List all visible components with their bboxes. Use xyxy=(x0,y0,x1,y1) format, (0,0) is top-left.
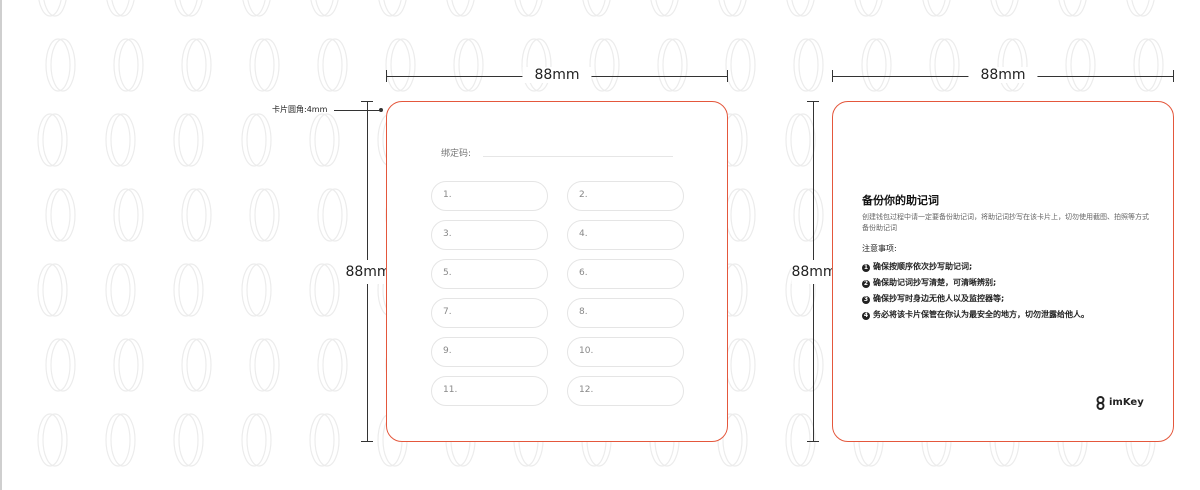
mnemonic-slot-4[interactable]: 4. xyxy=(567,220,684,250)
slot-number: 7. xyxy=(443,307,452,317)
mnemonic-slot-1[interactable]: 1. xyxy=(431,181,548,211)
right-width-dimension: 88mm xyxy=(832,67,1174,83)
slot-number: 4. xyxy=(579,229,588,239)
slot-number: 12. xyxy=(579,385,594,395)
note-text: 确保抄写时身边无他人以及监控器等; xyxy=(873,294,1005,303)
slot-number: 10. xyxy=(579,346,594,356)
card-description: 创建钱包过程中请一定要备份助记词，将助记词抄写在该卡片上，切勿使用截图、拍照等方… xyxy=(862,213,1149,232)
slot-number: 11. xyxy=(443,385,458,395)
right-height-label: 88mm xyxy=(791,259,837,284)
mnemonic-slot-10[interactable]: 10. xyxy=(567,337,684,367)
mnemonic-slot-12[interactable]: 12. xyxy=(567,376,684,406)
left-edge-border xyxy=(0,0,2,490)
note-bullet-icon: 4 xyxy=(862,312,870,320)
right-height-dimension: 88mm xyxy=(791,101,837,442)
left-height-dimension: 88mm xyxy=(345,101,391,442)
bind-code-underline xyxy=(483,156,673,157)
mnemonic-slot-5[interactable]: 5. xyxy=(431,259,548,289)
slot-number: 8. xyxy=(579,307,588,317)
right-width-label: 88mm xyxy=(968,67,1038,83)
imkey-logo-icon xyxy=(1096,396,1105,410)
slot-number: 9. xyxy=(443,346,452,356)
note-text: 确保助记词抄写清楚，可清晰辨别; xyxy=(873,278,997,287)
bind-code-label: 绑定码: xyxy=(441,149,472,159)
note-bullet-icon: 1 xyxy=(862,264,870,272)
mnemonic-slot-11[interactable]: 11. xyxy=(431,376,548,406)
slot-number: 6. xyxy=(579,268,588,278)
mnemonic-slot-8[interactable]: 8. xyxy=(567,298,684,328)
note-bullet-icon: 3 xyxy=(862,296,870,304)
note-bullet-icon: 2 xyxy=(862,280,870,288)
mnemonic-slot-3[interactable]: 3. xyxy=(431,220,548,250)
slot-number: 2. xyxy=(579,190,588,200)
mnemonic-slot-6[interactable]: 6. xyxy=(567,259,684,289)
mnemonic-instructions-card: 备份你的助记词 创建钱包过程中请一定要备份助记词，将助记词抄写在该卡片上，切勿使… xyxy=(832,101,1174,442)
notes-title: 注意事项: xyxy=(862,244,897,253)
slot-number: 1. xyxy=(443,190,452,200)
corner-radius-leader-line xyxy=(334,110,380,111)
note-text: 确保按顺序依次抄写助记词; xyxy=(873,262,973,271)
corner-radius-leader-dot xyxy=(379,108,383,112)
mnemonic-slot-7[interactable]: 7. xyxy=(431,298,548,328)
left-height-label: 88mm xyxy=(345,259,391,284)
mnemonic-entry-card: 绑定码: 1. 2. 3. 4. 5. 6. 7. 8. 9. 10. 11. … xyxy=(386,101,728,442)
mnemonic-slot-2[interactable]: 2. xyxy=(567,181,684,211)
imkey-logo-text: imKey xyxy=(1109,397,1144,408)
slot-number: 3. xyxy=(443,229,452,239)
note-text: 务必将该卡片保管在你认为最安全的地方，切勿泄露给他人。 xyxy=(873,310,1089,319)
card-title: 备份你的助记词 xyxy=(862,194,939,207)
left-width-dimension: 88mm xyxy=(386,67,728,83)
corner-radius-note: 卡片圆角:4mm xyxy=(272,105,328,114)
left-width-label: 88mm xyxy=(522,67,592,83)
slot-number: 5. xyxy=(443,268,452,278)
mnemonic-slot-9[interactable]: 9. xyxy=(431,337,548,367)
